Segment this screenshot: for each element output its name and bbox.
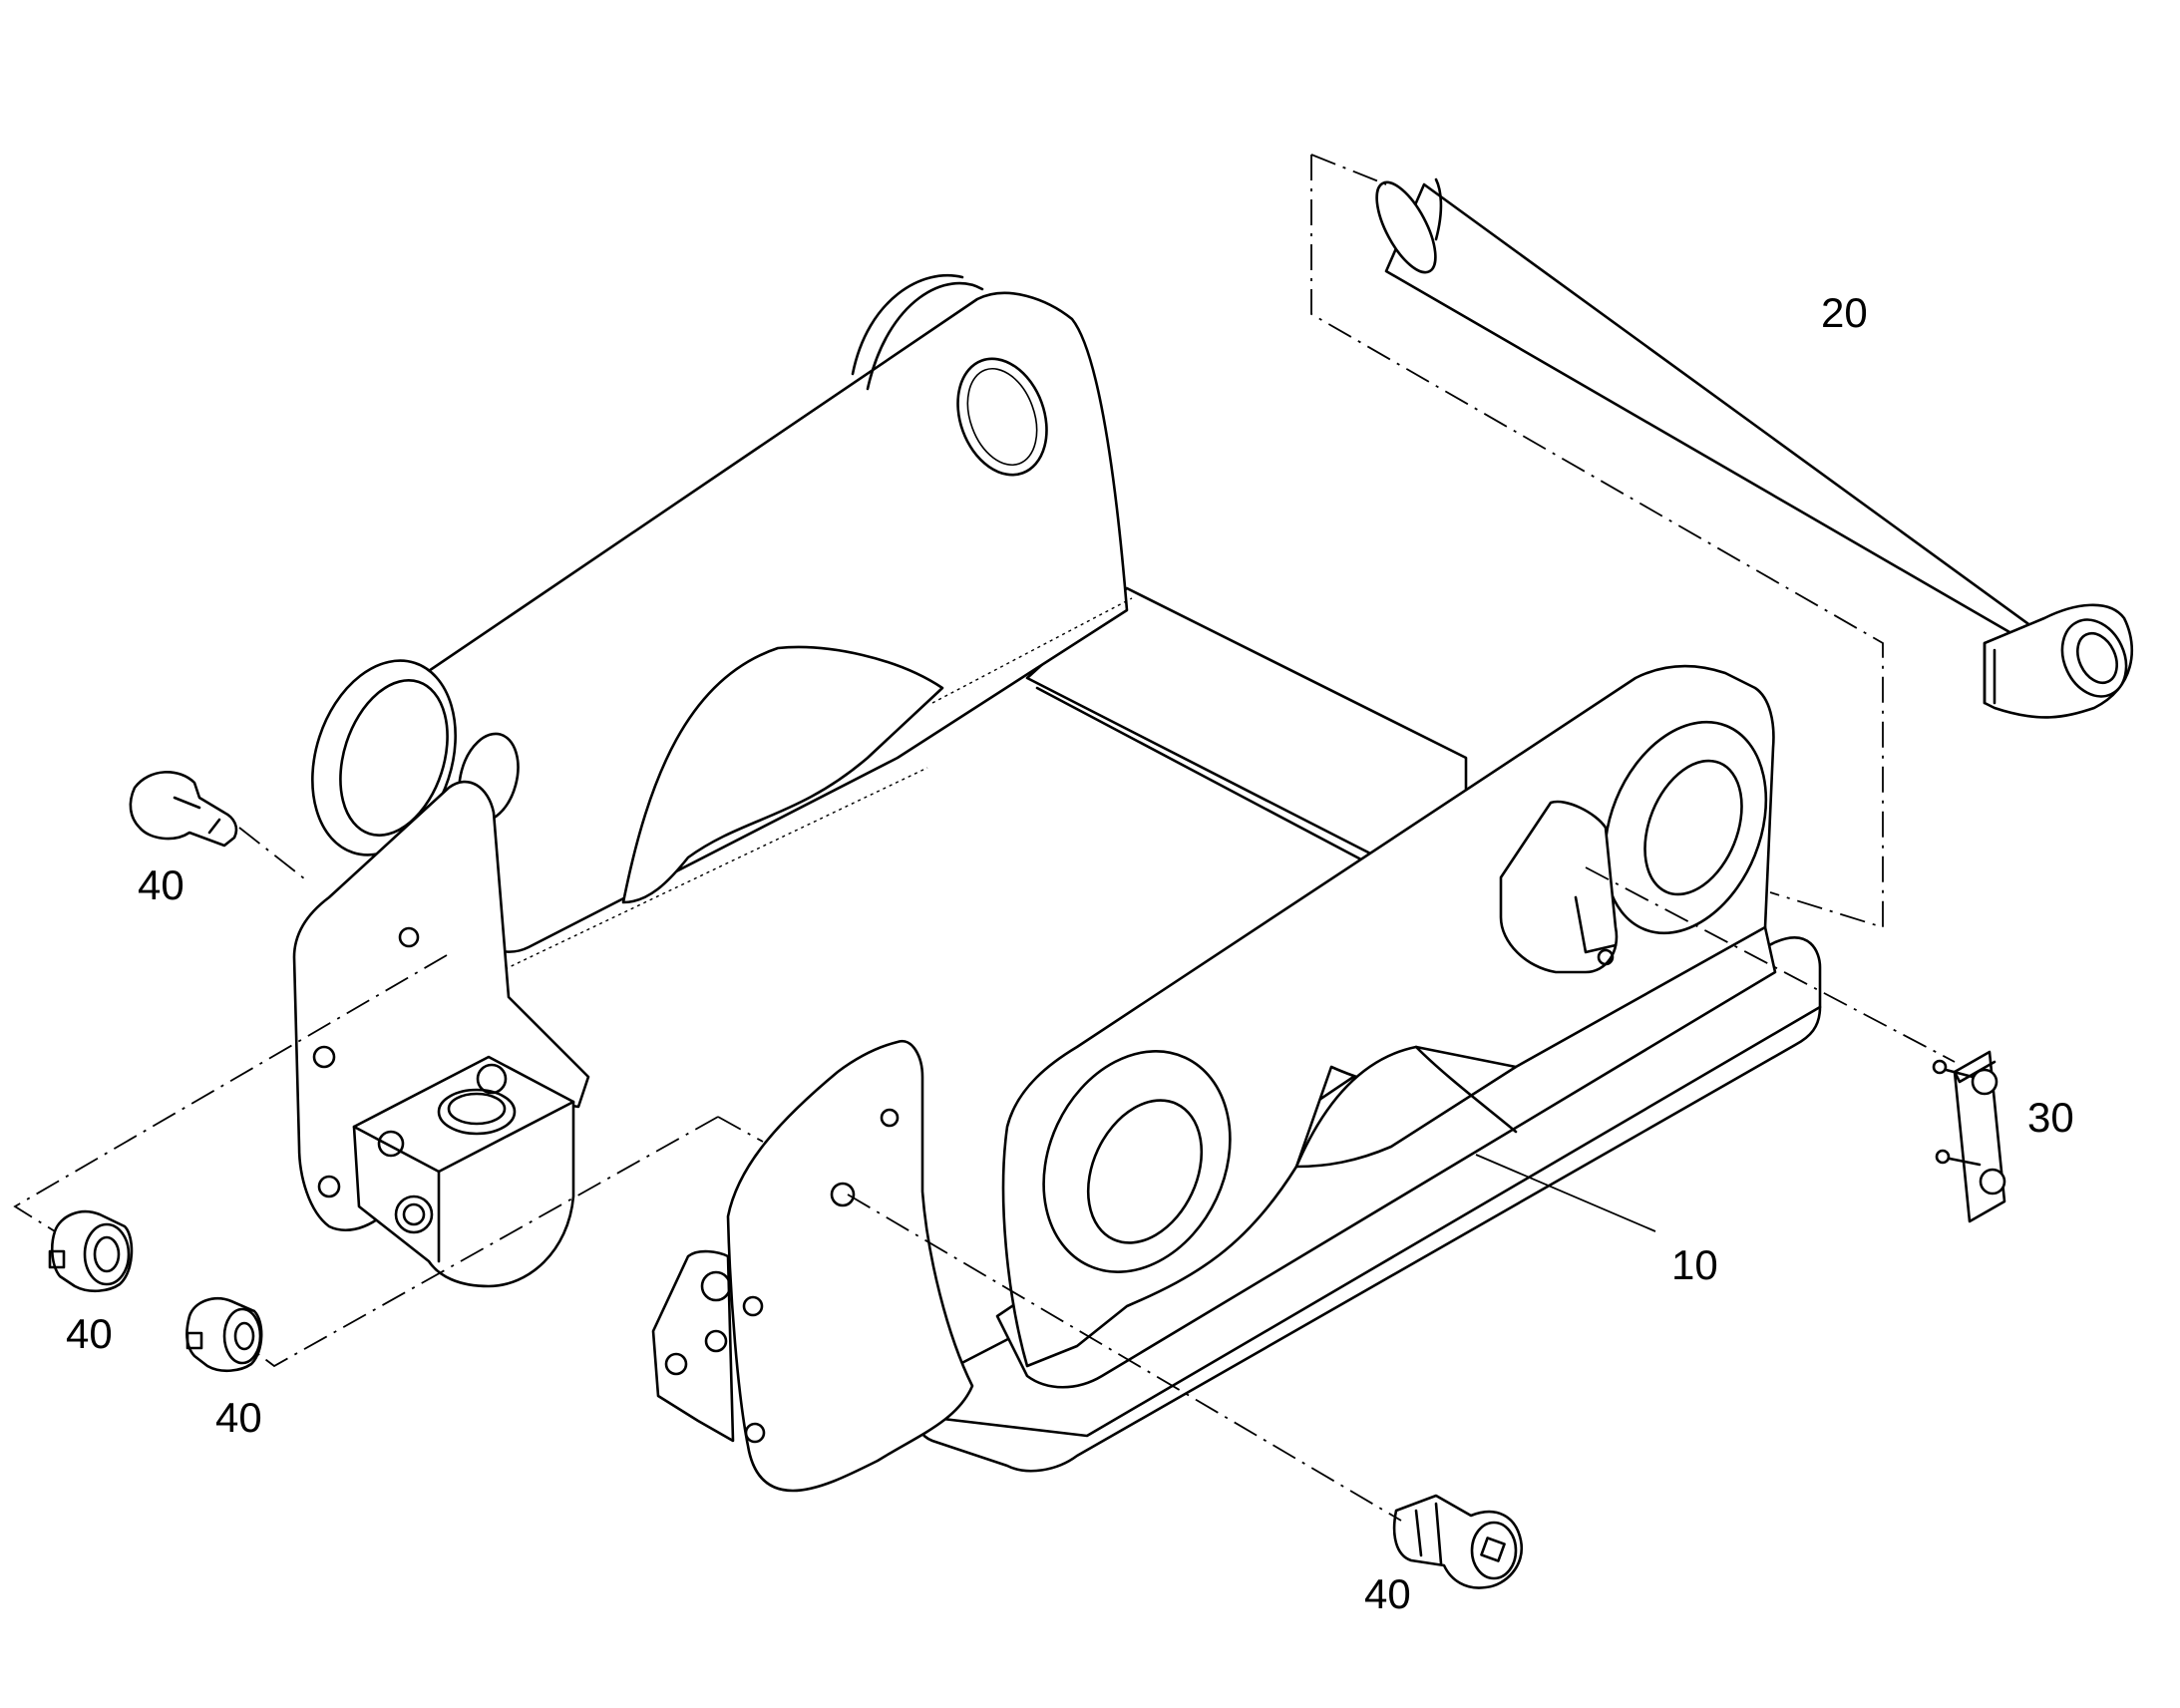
lock-plate-part-30 xyxy=(1932,1050,2006,1223)
callout-labels: 20 10 30 40 40 40 40 xyxy=(66,289,2074,1617)
callout-label: 40 xyxy=(66,1310,113,1357)
callout-label: 40 xyxy=(215,1394,262,1441)
bolt-bottom-part-40 xyxy=(1392,1494,1524,1589)
callout-label: 40 xyxy=(138,861,184,908)
callout-label: 30 xyxy=(2027,1094,2074,1141)
bolt-left-part-40 xyxy=(129,771,238,848)
leader-line-10 xyxy=(1475,1154,1656,1232)
frame-part-10 xyxy=(292,273,1822,1493)
callout-label: 20 xyxy=(1821,289,1868,336)
bushing-b-part-40 xyxy=(185,1296,263,1373)
callout-label: 40 xyxy=(1364,1570,1411,1617)
assembly-center-lines xyxy=(13,154,1956,1522)
bushing-a-part-40 xyxy=(48,1209,134,1293)
pin-part-20 xyxy=(1375,177,2134,719)
callout-label: 10 xyxy=(1671,1241,1718,1288)
